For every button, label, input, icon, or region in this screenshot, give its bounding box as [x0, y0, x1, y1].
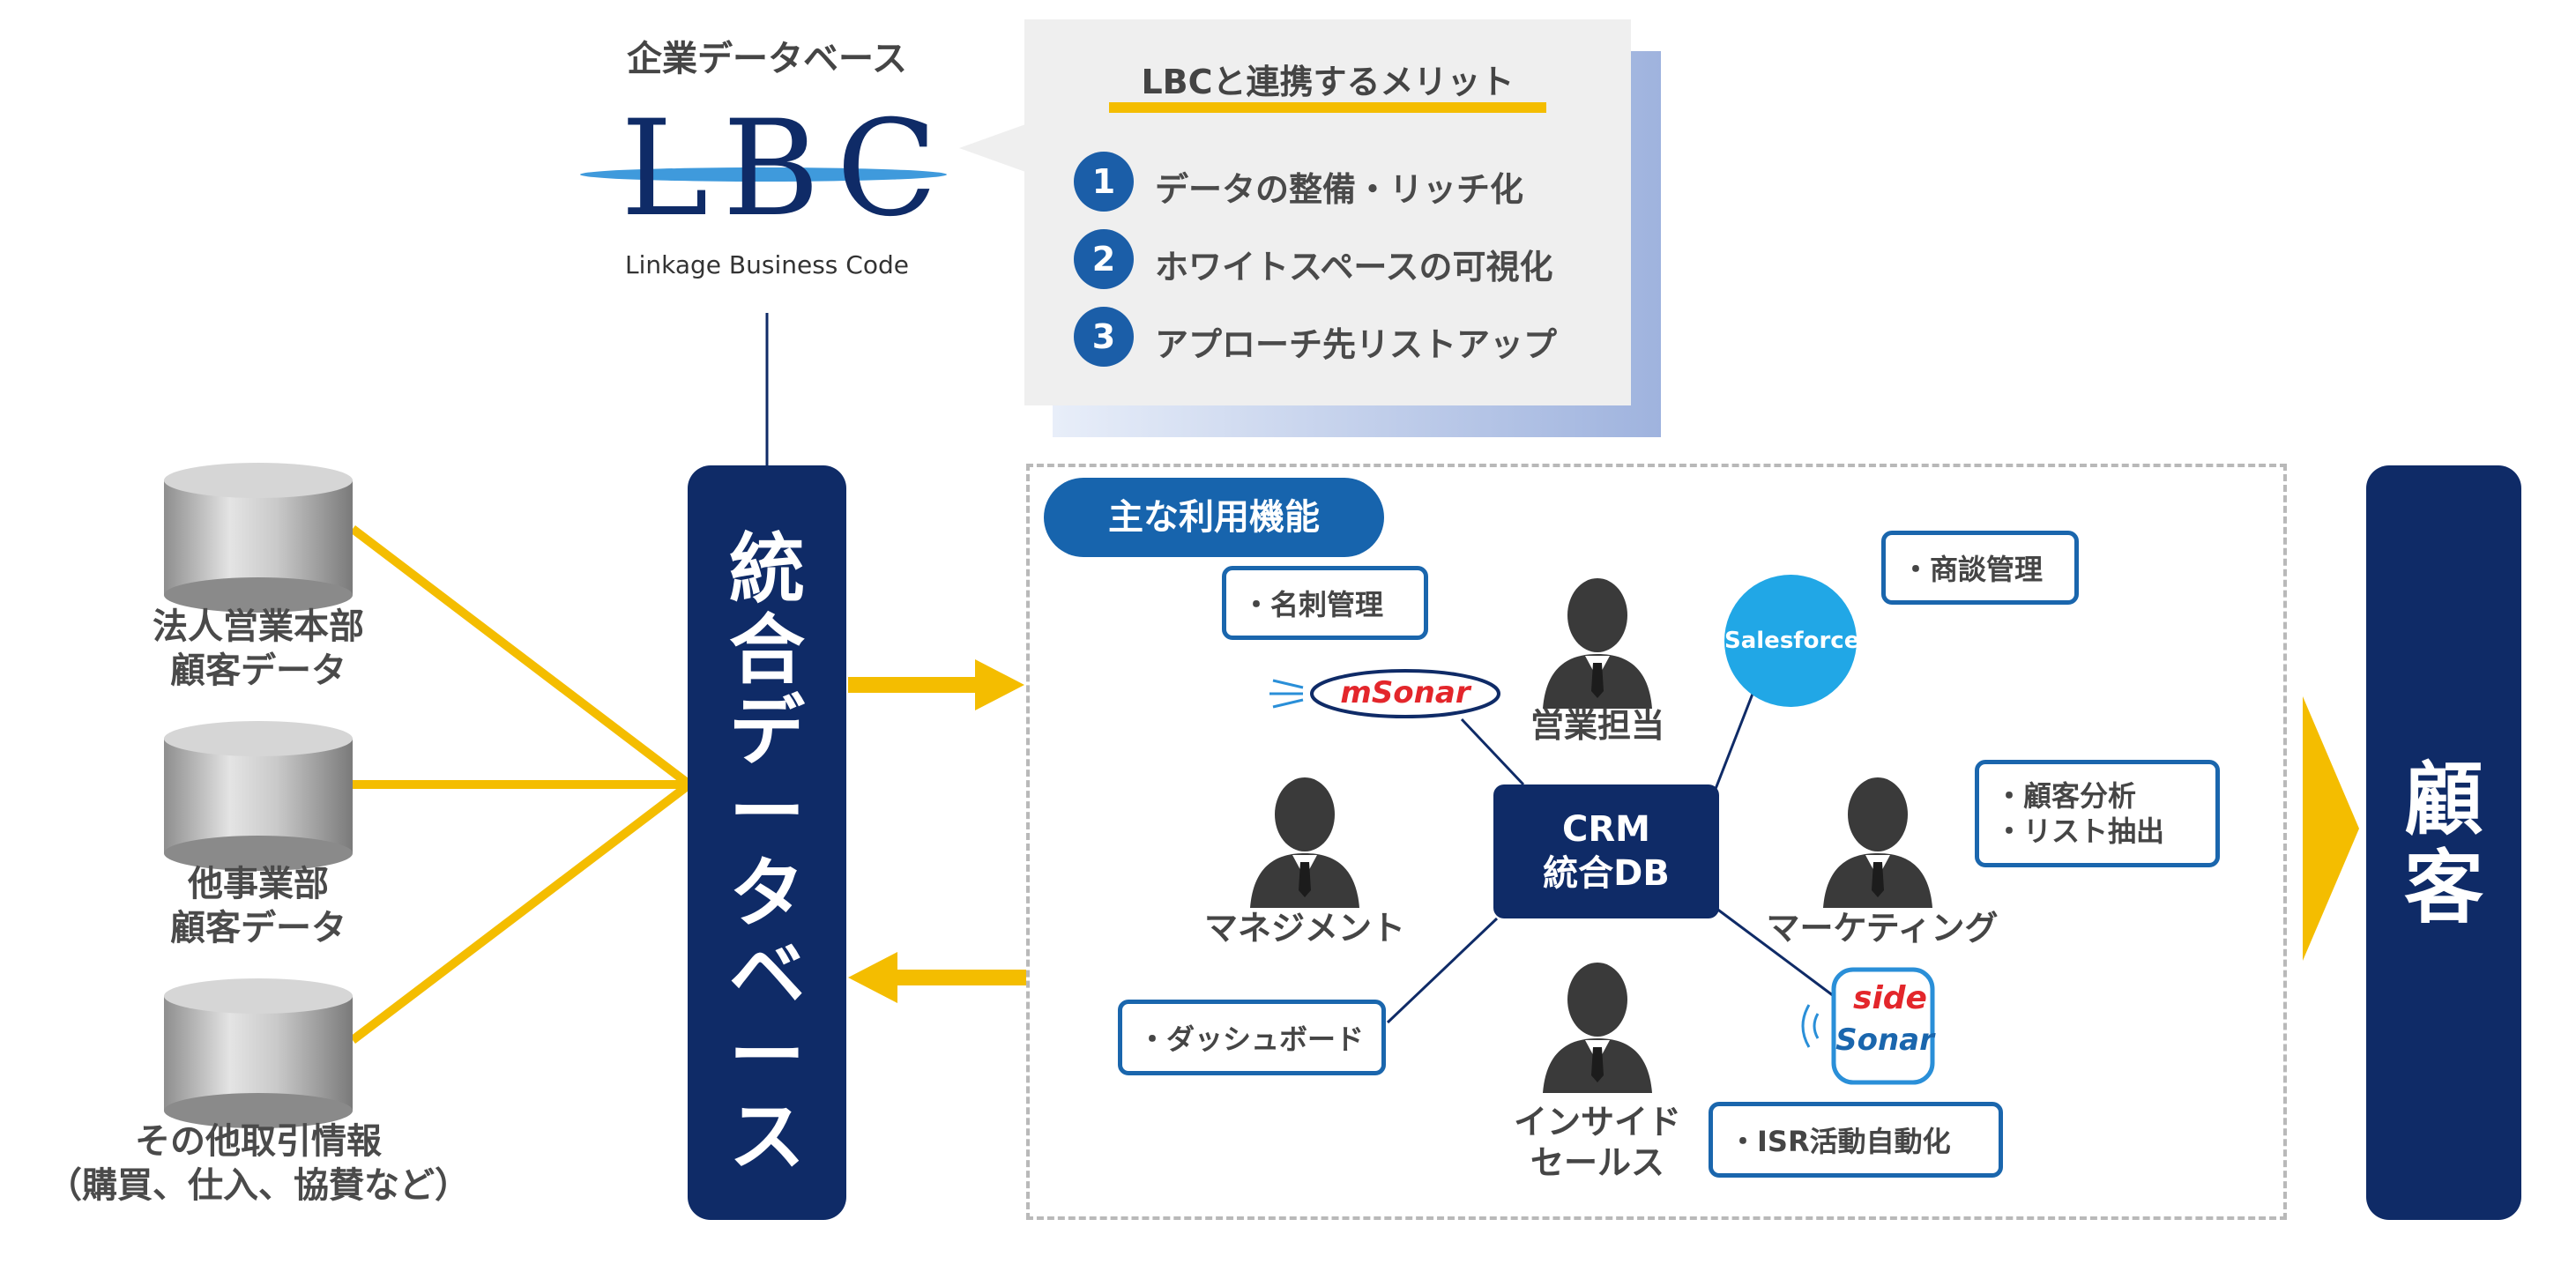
tag-isr: ・ISR活動自動化	[1709, 1102, 2003, 1178]
merit-title-underline	[1109, 102, 1546, 113]
customer-chevron	[2303, 696, 2359, 961]
features-frame	[1026, 464, 2287, 1220]
msonar-logo	[1269, 669, 1500, 718]
merit-callout-pointer	[959, 123, 1028, 173]
role-sales: 営業担当	[1530, 706, 1664, 745]
merit-item-3: アプローチ先リストアップ	[1155, 325, 1558, 364]
database-heading: 企業データベース	[627, 39, 907, 79]
salesforce-logo: Salesforce	[1724, 575, 1859, 707]
merit-item-2: ホワイトスペースの可視化	[1155, 248, 1553, 286]
merit-item-1: データの整備・リッチ化	[1155, 170, 1524, 209]
customer-bar: 顧客	[2366, 465, 2521, 1220]
vertical-char: デ	[729, 688, 805, 776]
database-cylinder-2	[164, 721, 353, 871]
source-line-3	[349, 781, 693, 1044]
vertical-char: ー	[729, 769, 805, 857]
vertical-char: 顧	[2404, 754, 2483, 846]
role-marketing: マーケティング	[1766, 909, 1999, 948]
vertical-char: ー	[729, 1012, 805, 1100]
merit-number-3: 3	[1074, 307, 1134, 367]
features-pill: 主な利用機能	[1044, 478, 1384, 557]
source-label-1: 法人営業本部 顧客データ	[153, 606, 364, 691]
arrow-right	[848, 659, 1024, 710]
vertical-char: ベ	[729, 931, 805, 1019]
vertical-char: 統	[729, 525, 805, 613]
vertical-char: 客	[2404, 842, 2483, 934]
vertical-char: 合	[729, 606, 805, 695]
lbc-logo-swoosh	[580, 167, 947, 182]
source-line-1	[349, 525, 693, 788]
crm-hub: CRM 統合DB	[1493, 784, 1719, 918]
sidesonar-logo-bottom: Sonar	[1835, 1022, 1934, 1058]
integrated-db-label: 統合データベース	[688, 465, 846, 1178]
integrated-db-bar: 統合データベース	[688, 465, 846, 1220]
source-label-3: その他取引情報 （購買、仕入、協賛など）	[47, 1121, 470, 1206]
role-management: マネジメント	[1203, 909, 1405, 948]
tag-dashboard: ・ダッシュボード	[1118, 1000, 1386, 1075]
arrow-left	[848, 952, 1026, 1003]
customer-label: 顧客	[2366, 465, 2521, 933]
source-label-2: 他事業部 顧客データ	[170, 864, 346, 948]
database-cylinder-1	[164, 463, 353, 613]
sidesonar-logo-top: side	[1853, 980, 1927, 1016]
merit-number-2: 2	[1074, 229, 1134, 289]
sidesonar-logo	[1801, 967, 1935, 1085]
lbc-logo-caption: Linkage Business Code	[625, 250, 909, 279]
vertical-char: ス	[729, 1093, 805, 1181]
msonar-logo-text: mSonar	[1340, 675, 1470, 710]
tag-analysis: ・顧客分析 ・リスト抽出	[1975, 760, 2220, 867]
lbc-logo-letters: LBC	[621, 93, 952, 246]
role-inside-sales: インサイド セールス	[1513, 1103, 1681, 1182]
merit-title: LBCと連携するメリット	[1141, 63, 1515, 101]
database-cylinder-3	[164, 978, 353, 1128]
tag-shodan: ・商談管理	[1881, 531, 2079, 605]
vertical-char: タ	[729, 850, 805, 938]
tag-meishi: ・名刺管理	[1222, 566, 1428, 640]
merit-number-1: 1	[1074, 152, 1134, 212]
